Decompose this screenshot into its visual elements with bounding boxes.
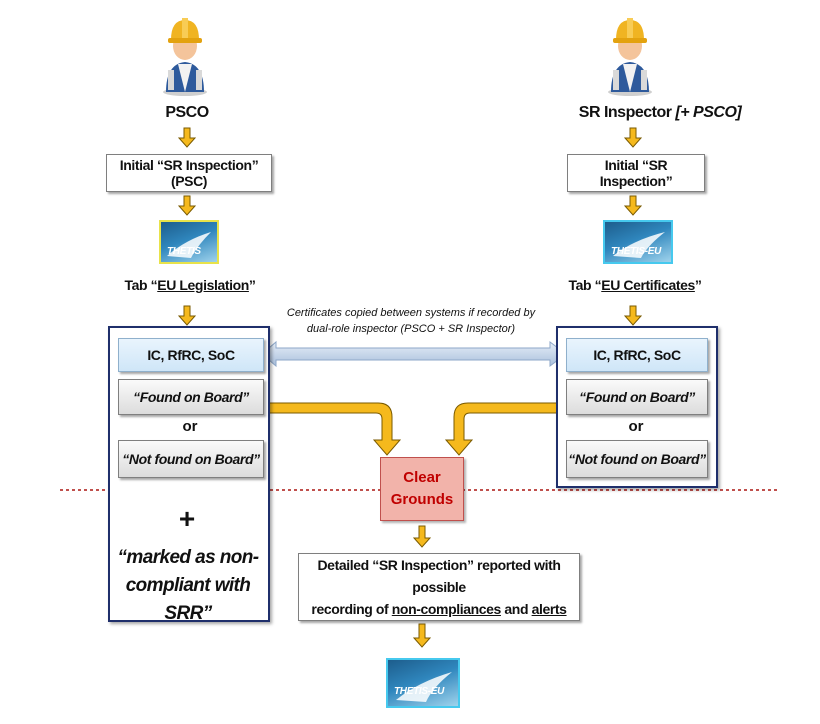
- down-arrows: [177, 127, 643, 648]
- wave-icon: [396, 672, 452, 702]
- right-cert-types-label: IC, RfRC, SoC: [593, 347, 681, 363]
- arrow-right-1: [623, 127, 643, 148]
- arrow-center-1: [412, 525, 432, 548]
- right-found-label: “Found on Board”: [579, 389, 695, 405]
- left-cert-types-label: IC, RfRC, SoC: [147, 347, 235, 363]
- detailed-prefix: recording of: [311, 601, 392, 617]
- arrow-left-1: [177, 127, 197, 148]
- right-not-found-box: “Not found on Board”: [566, 440, 708, 478]
- right-not-found-label: “Not found on Board”: [568, 451, 706, 467]
- initial-sr-inspection-label: Initial “SR Inspection”: [599, 157, 673, 189]
- tab-left-name: EU Legislation: [157, 277, 249, 293]
- right-cert-types-box: IC, RfRC, SoC: [566, 338, 708, 372]
- copy-note-line1: Certificates copied between systems if r…: [286, 307, 536, 319]
- left-cert-types-box: IC, RfRC, SoC: [118, 338, 264, 372]
- actor-label-sr-inspector-text: SR Inspector: [578, 104, 672, 121]
- noncompliances-link: non-compliances: [391, 601, 502, 617]
- left-not-found-box: “Not found on Board”: [118, 440, 264, 478]
- actor-label-psco: PSCO: [165, 104, 209, 121]
- thetis-logo-left: THETIS: [159, 220, 219, 264]
- tab-left-suffix: ”: [248, 277, 256, 293]
- plus-sign: +: [178, 503, 196, 534]
- worker-icon-right: [608, 18, 652, 96]
- tab-eu-certificates-label: Tab “EU Certificates”: [545, 277, 725, 293]
- thetis-logo-left-text: THETIS: [167, 246, 201, 257]
- tab-right-name: EU Certificates: [601, 277, 695, 293]
- thetis-eu-logo-center-text: THETIS-EU: [394, 686, 445, 697]
- clear-grounds-line2: Grounds: [390, 491, 454, 508]
- double-arrow: [261, 340, 567, 368]
- arrow-right-3: [623, 305, 643, 326]
- clear-grounds-box: Clear Grounds: [380, 457, 464, 521]
- right-or-label: or: [628, 418, 644, 435]
- wave-icon: [613, 232, 665, 258]
- detailed-sr-inspection-box: Detailed “SR Inspection” reported with p…: [298, 553, 580, 621]
- thetis-eu-logo-right: THETIS-EU: [603, 220, 673, 264]
- detailed-line1: Detailed “SR Inspection” reported with p…: [317, 557, 561, 595]
- arrow-left-2: [177, 195, 197, 216]
- tab-right-suffix: ”: [694, 277, 702, 293]
- left-found-box: “Found on Board”: [118, 379, 264, 415]
- detailed-line2: recording of non-compliances and alerts: [311, 598, 567, 620]
- tab-eu-legislation-label: Tab “EU Legislation”: [100, 277, 280, 293]
- copy-note-line2: dual-role inspector (PSCO + SR Inspector…: [306, 323, 516, 335]
- initial-sr-inspection-psc-label: Initial “SR Inspection” (PSC): [119, 157, 259, 189]
- arrow-center-2: [412, 623, 432, 648]
- arrow-right-2: [623, 195, 643, 216]
- left-or-label: or: [182, 418, 198, 435]
- clear-grounds-line1: Clear: [403, 469, 441, 486]
- thetis-eu-logo-center: THETIS-EU: [386, 658, 460, 708]
- detailed-and: and: [500, 601, 532, 617]
- tab-right-prefix: Tab “: [568, 277, 602, 293]
- initial-sr-inspection-psc-box: Initial “SR Inspection” (PSC): [106, 154, 272, 192]
- worker-icon-left: [163, 18, 207, 96]
- left-not-found-label: “Not found on Board”: [122, 451, 260, 467]
- arrow-left-3: [177, 305, 197, 326]
- right-found-box: “Found on Board”: [566, 379, 708, 415]
- actor-label-psco-suffix: [+ PSCO]: [675, 104, 742, 121]
- alerts-link: alerts: [531, 601, 567, 617]
- tab-left-prefix: Tab “: [124, 277, 158, 293]
- copy-note: Certificates copied between systems if r…: [286, 305, 536, 337]
- marked-non-compliant-label: “marked as non-compliant with SRR”: [117, 547, 260, 624]
- elbow-arrow-left: [267, 402, 402, 456]
- elbow-arrow-right: [444, 402, 559, 456]
- wave-icon: [167, 232, 211, 258]
- actor-label-sr-inspector: SR Inspector [+ PSCO]: [560, 104, 760, 122]
- left-found-label: “Found on Board”: [133, 389, 249, 405]
- initial-sr-inspection-box: Initial “SR Inspection”: [567, 154, 705, 192]
- thetis-eu-logo-right-text: THETIS-EU: [611, 246, 662, 257]
